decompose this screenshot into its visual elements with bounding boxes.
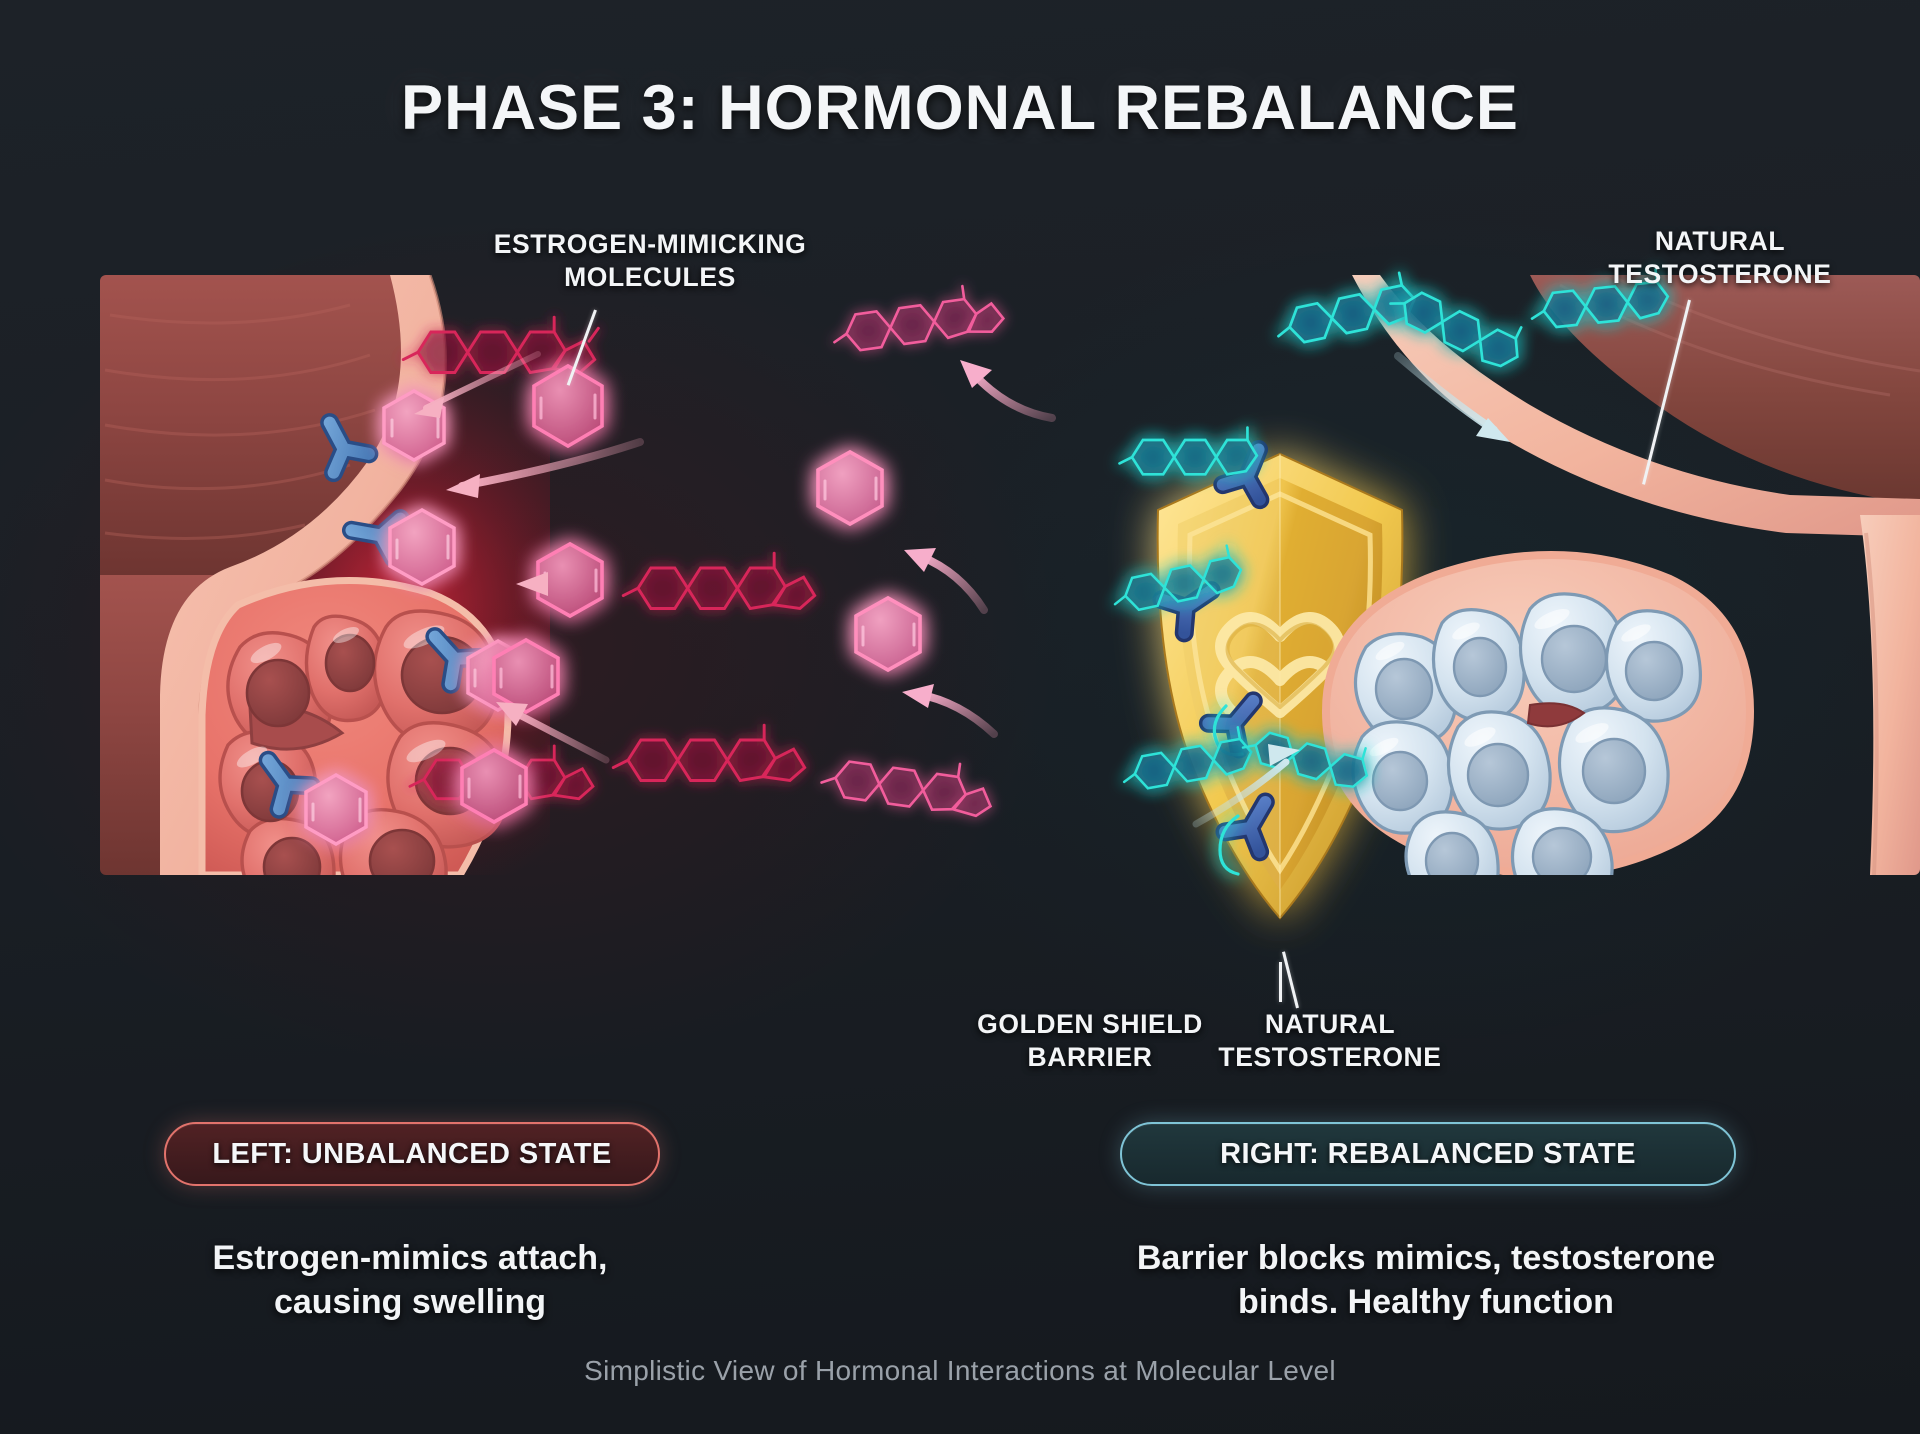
incoming-testosterone-4 [1122, 726, 1253, 790]
incoming-testosterone-2 [1389, 291, 1523, 368]
incoming-testosterone-group [1277, 268, 1720, 540]
bound-testosterone-2 [1113, 544, 1243, 612]
lower-testosterone-group [1090, 700, 1430, 880]
deflected-mimics-group [800, 284, 1160, 850]
arrow-left-2 [446, 438, 644, 498]
deflection-arrows [902, 360, 1056, 738]
free-mimic-left-4 [460, 747, 528, 825]
status-badge-right[interactable]: RIGHT: REBALANCED STATE [1120, 1122, 1736, 1186]
deflect-arrow-3 [902, 684, 998, 738]
callout-golden-shield-barrier: GOLDEN SHIELD BARRIER [977, 1009, 1203, 1072]
caption-left: Estrogen-mimics attach, causing swelling [212, 1239, 608, 1322]
steroid-sketch-left-2 [621, 551, 817, 611]
incoming-testosterone-3 [1530, 268, 1670, 329]
right-tissue-svg [1321, 275, 1920, 875]
left-motion-arrows [414, 351, 644, 764]
callout-natural-testosterone-bottom: NATURAL TESTOSTERONE [1218, 1009, 1442, 1072]
incoming-testosterone-1 [1277, 271, 1417, 344]
receptor-right-2 [1152, 581, 1221, 643]
footer-caption: Simplistic View of Hormonal Interactions… [584, 1355, 1336, 1386]
status-badge-left[interactable]: LEFT: UNBALANCED STATE [164, 1122, 660, 1186]
bound-mimic-left-4 [304, 772, 368, 847]
receptor-right-3 [1198, 691, 1263, 759]
testosterone-bind-arrow [1192, 744, 1300, 828]
right-tissue-illustration [1230, 275, 1920, 875]
bound-testosterone-4 [1218, 814, 1240, 876]
receptor-right-4 [1215, 792, 1275, 862]
deflected-steroid-top [833, 284, 1006, 352]
steroid-sketch-left-1 [401, 315, 600, 375]
testosterone-entry-arrow [1394, 352, 1510, 442]
deflect-arrow-2 [904, 548, 988, 614]
deflected-mimic-1 [816, 449, 884, 527]
free-mimic-left-3 [492, 637, 560, 715]
caption-right: Barrier blocks mimics, testosterone bind… [1136, 1239, 1716, 1322]
deflected-steroid-bottom [820, 760, 993, 818]
page-title: PHASE 3: HORMONAL REBALANCE [401, 73, 1519, 143]
right-receptor-group [1113, 420, 1490, 900]
arrow-left-3 [516, 572, 644, 596]
leader-line-golden-shield [1279, 962, 1282, 1002]
callout-natural-testosterone-top: NATURAL TESTOSTERONE [1608, 226, 1832, 289]
left-free-molecules [400, 290, 900, 870]
receptor-left-4 [258, 750, 321, 819]
free-mimic-left-1 [532, 363, 604, 449]
steroid-sketch-left-3 [611, 723, 807, 783]
deflected-mimic-2 [854, 595, 922, 673]
receptor-left-1 [320, 413, 379, 483]
arrow-left-4 [496, 702, 610, 764]
arrow-left-1 [414, 351, 541, 418]
deflect-arrow-1 [960, 360, 1056, 422]
callout-estrogen-mimicking: ESTROGEN-MIMICKING MOLECULES [493, 229, 807, 292]
bound-testosterone-1 [1118, 426, 1259, 476]
bound-mimic-left-2 [388, 507, 456, 587]
